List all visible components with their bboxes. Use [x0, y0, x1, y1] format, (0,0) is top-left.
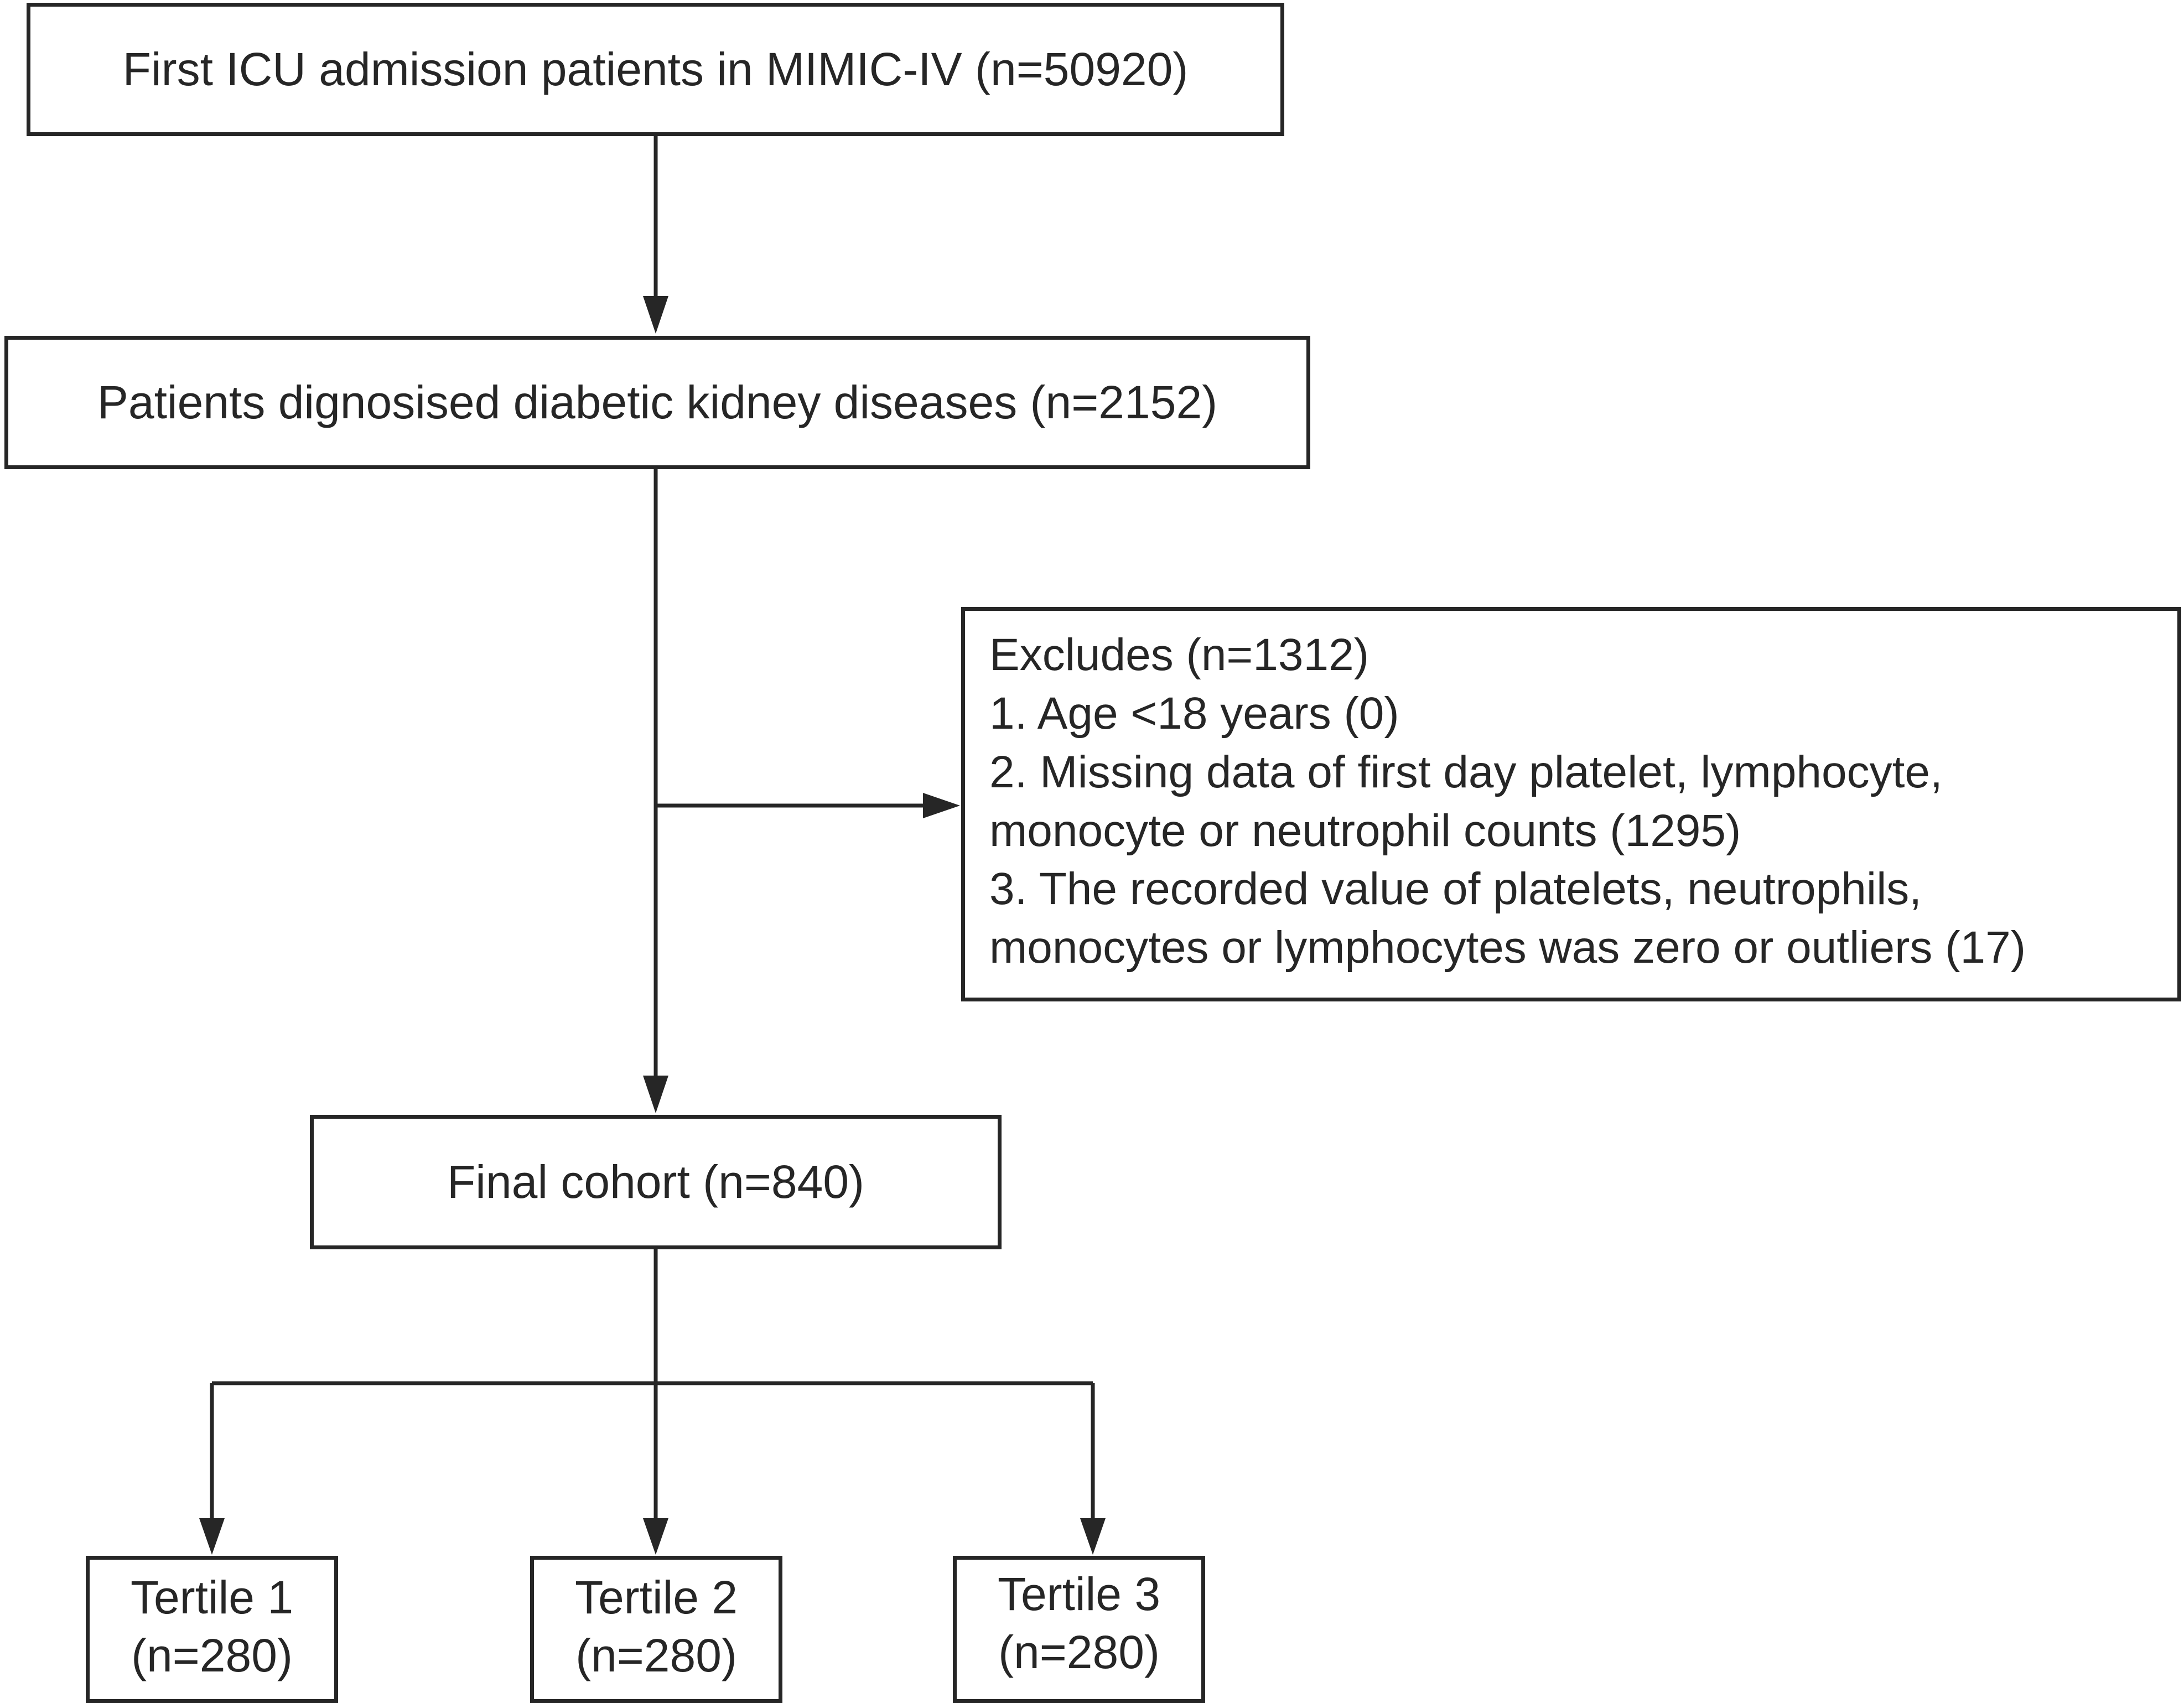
final-cohort-text: Final cohort (n=840) [447, 1156, 865, 1208]
dkd-patients-box: Patients dignosised diabetic kidney dise… [4, 336, 1310, 469]
arrowhead-to-tertile-1 [199, 1518, 225, 1555]
arrowhead-to-excludes [923, 793, 960, 818]
tertile-2-box: Tertile 2 (n=280) [530, 1556, 782, 1703]
arrowhead-to-tertile-2 [643, 1518, 668, 1555]
dkd-patients-text: Patients dignosised diabetic kidney dise… [97, 376, 1218, 428]
arrowhead-dkd-to-final [643, 1076, 668, 1113]
final-cohort-box: Final cohort (n=840) [310, 1115, 1002, 1249]
tertile-2-label: Tertile 2 [574, 1571, 738, 1623]
excludes-line-2: 2. Missing data of first day platelet, l… [989, 746, 1943, 797]
excludes-line-4: 3. The recorded value of platelets, neut… [989, 864, 1922, 915]
tertile-2-count: (n=280) [575, 1629, 737, 1681]
first-icu-text: First ICU admission patients in MIMIC-IV… [122, 43, 1189, 95]
excludes-box: Excludes (n=1312) 1. Age <18 years (0) 2… [961, 607, 2181, 1001]
tertile-1-count: (n=280) [131, 1629, 293, 1681]
excludes-title: Excludes (n=1312) [989, 630, 1369, 681]
tertile-3-count: (n=280) [998, 1626, 1160, 1678]
excludes-line-3: monocyte or neutrophil counts (1295) [989, 805, 1741, 856]
arrowhead-to-tertile-3 [1080, 1518, 1106, 1555]
first-icu-box: First ICU admission patients in MIMIC-IV… [27, 3, 1284, 136]
excludes-line-5: monocytes or lymphocytes was zero or out… [989, 922, 2026, 973]
excludes-line-1: 1. Age <18 years (0) [989, 688, 1399, 739]
tertile-3-label: Tertile 3 [997, 1568, 1161, 1620]
tertile-1-box: Tertile 1 (n=280) [86, 1556, 338, 1703]
tertile-1-label: Tertile 1 [130, 1571, 294, 1623]
tertile-3-box: Tertile 3 (n=280) [953, 1556, 1205, 1703]
arrowhead-first-to-dkd [643, 296, 668, 334]
